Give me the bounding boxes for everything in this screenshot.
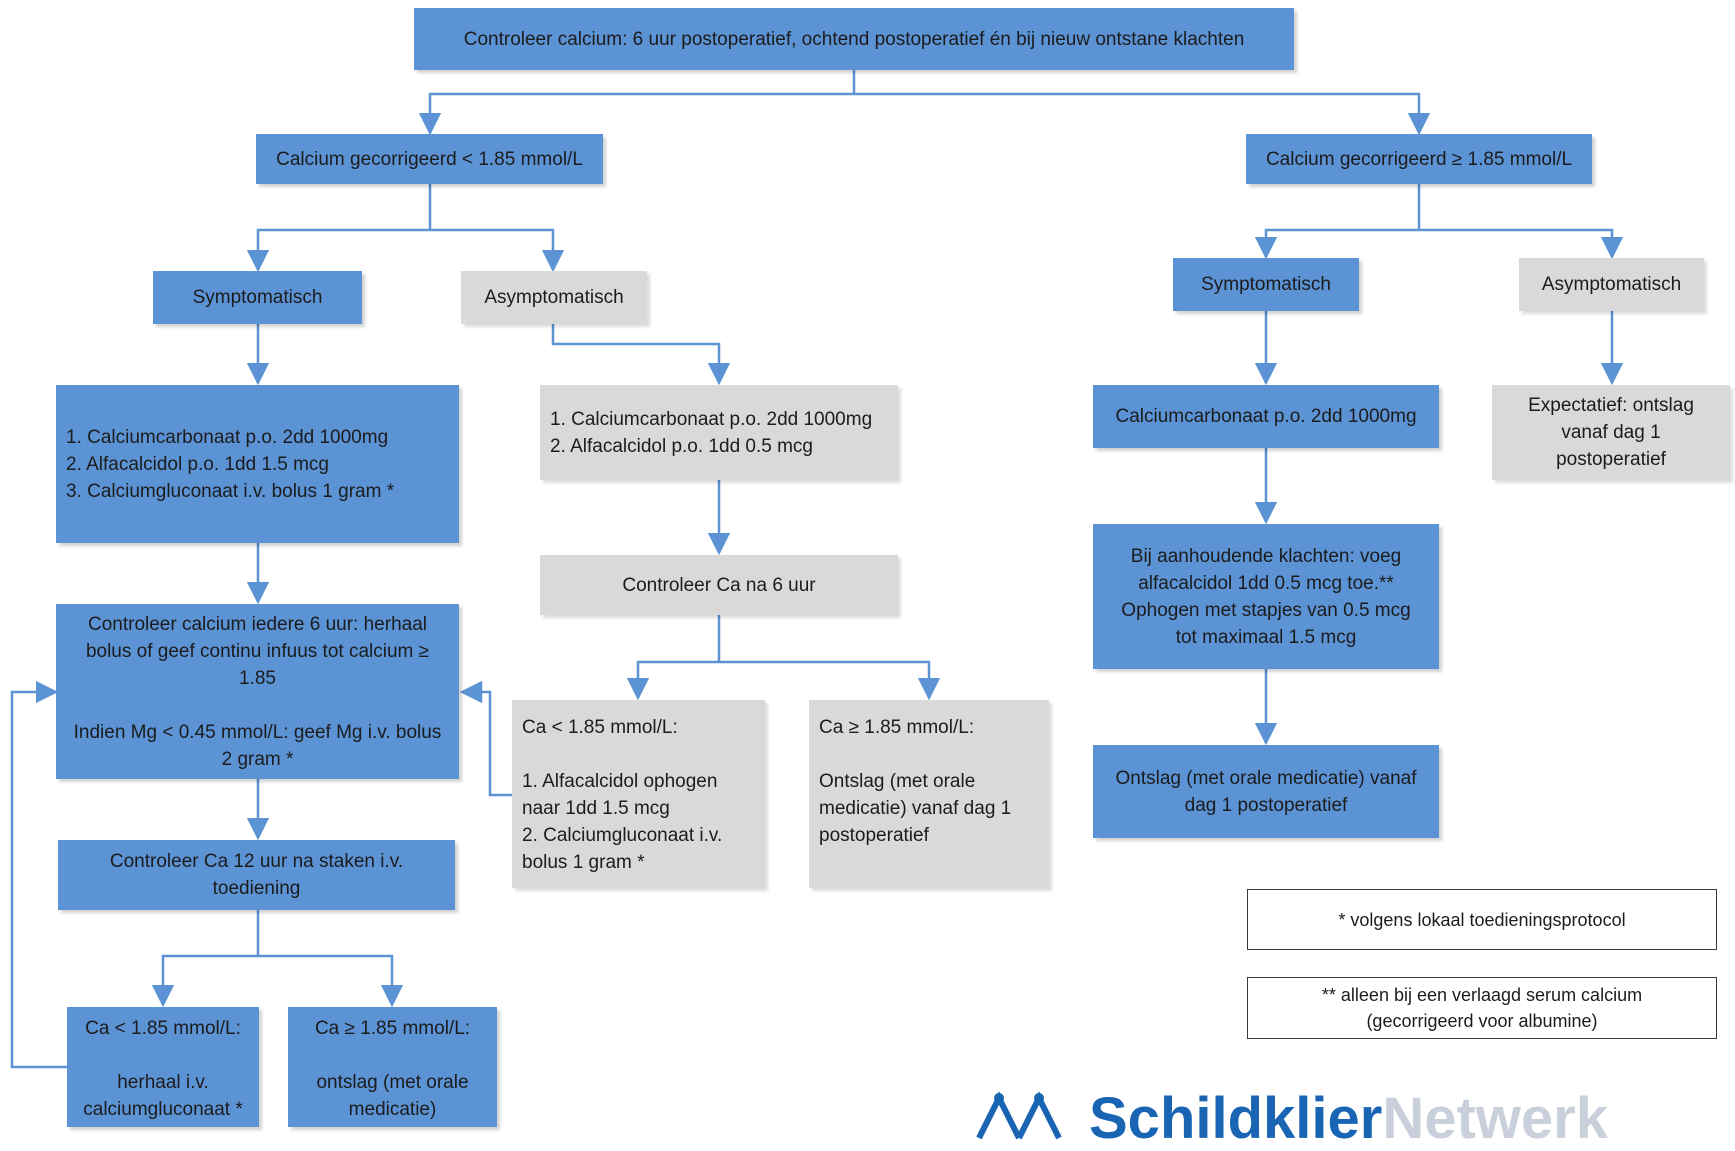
left-sym-low-box: Ca < 1.85 mmol/L: herhaal i.v. calciumgl… — [67, 1007, 259, 1127]
right-symptomatic-box: Symptomatisch — [1173, 258, 1359, 311]
left-symptomatic-box: Symptomatisch — [153, 271, 362, 324]
right-sym-discharge-box: Ontslag (met orale medicatie) vanaf dag … — [1093, 745, 1439, 838]
left-asym-treatment-box: 1. Calciumcarbonaat p.o. 2dd 1000mg 2. A… — [540, 385, 898, 480]
logo-text-part2: Netwerk — [1382, 1086, 1608, 1151]
connectors — [10, 70, 1624, 1069]
footnote-single-star: * volgens lokaal toedieningsprotocol — [1247, 889, 1717, 950]
logo-text-part1: Schildklier — [1089, 1086, 1383, 1151]
left-asymptomatic-box: Asymptomatisch — [461, 271, 647, 324]
arrow-to-left-header — [418, 92, 854, 136]
arrow-loop-back — [10, 680, 67, 1069]
left-sym-monitor-box: Controleer calcium iedere 6 uur: herhaal… — [56, 604, 459, 779]
logo-mark-icon — [976, 1091, 1062, 1140]
flowchart: Controleer calcium: 6 uur postoperatief,… — [10, 8, 1730, 1148]
right-header-box: Calcium gecorrigeerd ≥ 1.85 mmol/L — [1246, 134, 1592, 184]
arrow-to-left-symptomatic — [246, 228, 430, 273]
footnote-double-star: ** alleen bij een verlaagd serum calcium… — [1247, 977, 1717, 1039]
right-sym-treatment-box: Calciumcarbonaat p.o. 2dd 1000mg — [1093, 385, 1439, 448]
arrow-to-left-asym-treatment — [551, 324, 731, 386]
top-check-box: Controleer calcium: 6 uur postoperatief,… — [414, 8, 1294, 70]
arrow-to-left-asym-ok — [719, 660, 941, 701]
arrow-to-left-asymptomatic — [430, 228, 565, 273]
arrow-asym-low-to-monitor — [459, 680, 512, 797]
left-sym-recheck-box: Controleer Ca 12 uur na staken i.v. toed… — [58, 840, 455, 910]
left-sym-treatment-box: 1. Calciumcarbonaat p.o. 2dd 1000mg 2. A… — [56, 385, 459, 543]
right-asym-plan-box: Expectatief: ontslag vanaf dag 1 postope… — [1492, 385, 1730, 480]
arrow-to-left-sym-low — [151, 954, 258, 1008]
logo: SchildklierNetwerk — [975, 1090, 1608, 1148]
left-sym-ok-box: Ca ≥ 1.85 mmol/L: ontslag (met orale med… — [288, 1007, 497, 1127]
right-asymptomatic-box: Asymptomatisch — [1519, 258, 1704, 311]
arrow-to-left-asym-low — [626, 660, 719, 701]
arrow-to-right-header — [854, 92, 1431, 136]
left-header-box: Calcium gecorrigeerd < 1.85 mmol/L — [256, 134, 603, 184]
arrow-to-right-symptomatic — [1254, 228, 1419, 260]
arrow-to-right-asymptomatic — [1419, 228, 1624, 260]
left-asym-recheck-box: Controleer Ca na 6 uur — [540, 555, 898, 615]
arrow-to-left-sym-ok — [258, 954, 404, 1008]
left-asym-ok-box: Ca ≥ 1.85 mmol/L: Ontslag (met orale med… — [809, 700, 1049, 888]
left-asym-low-box: Ca < 1.85 mmol/L: 1. Alfacalcidol ophoge… — [512, 700, 765, 888]
right-sym-persistent-box: Bij aanhoudende klachten: voeg alfacalci… — [1093, 524, 1439, 669]
